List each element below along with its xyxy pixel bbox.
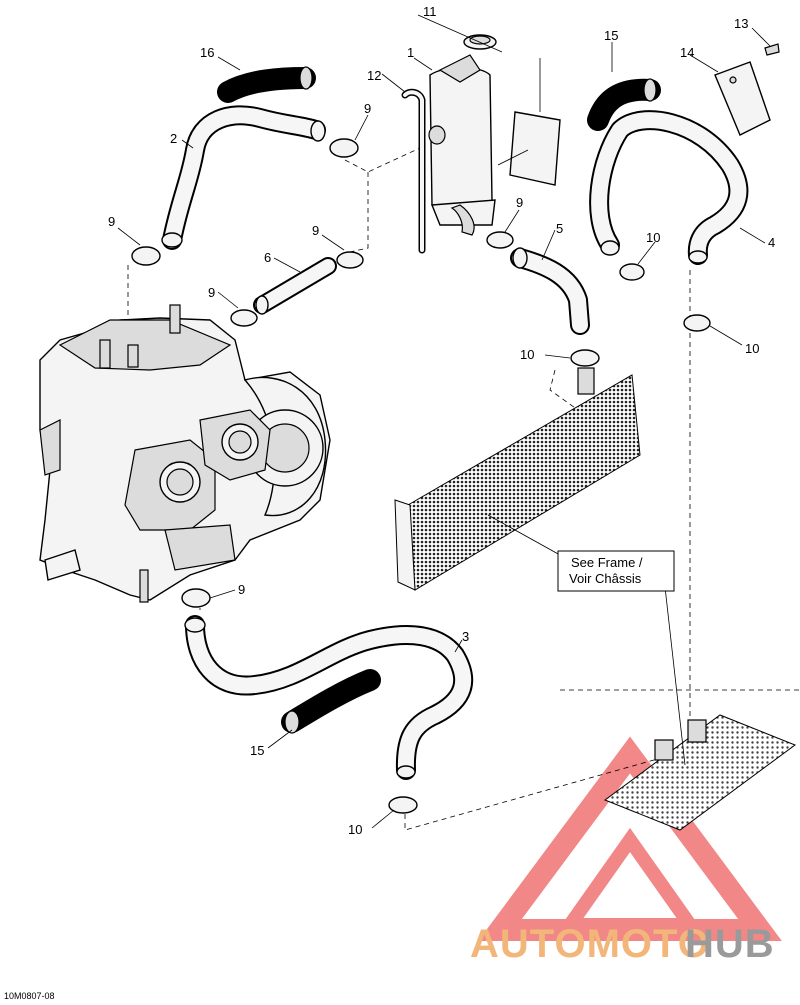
bracket-14 [714, 61, 771, 136]
overflow-hose-12 [401, 88, 426, 254]
document-reference: 10M0807-08 [4, 991, 55, 1001]
callout-14: 14 [680, 45, 694, 60]
reference-line-2: Voir Châssis [569, 571, 642, 586]
see-frame-reference: See Frame / Voir Châssis [557, 550, 675, 592]
callout-labels: 11 1 12 16 2 15 14 13 9 9 9 9 6 9 5 10 4… [108, 4, 775, 837]
coolant-reservoir [428, 54, 496, 236]
callout-1: 1 [407, 45, 414, 60]
hose-4 [589, 110, 749, 265]
hose-5 [510, 247, 590, 335]
reference-line-1: See Frame / [571, 555, 643, 570]
hose-6 [253, 257, 337, 315]
callout-10-c: 10 [520, 347, 534, 362]
callout-9-left: 9 [108, 214, 115, 229]
callout-6: 6 [264, 250, 271, 265]
leader-lines [117, 14, 771, 829]
callout-9-top: 9 [364, 101, 371, 116]
callout-10-d: 10 [348, 822, 362, 837]
hose-2 [161, 105, 326, 250]
callout-9-lowleft: 9 [208, 285, 215, 300]
label-sheet-8 [497, 111, 561, 186]
callout-15-upper: 15 [604, 28, 618, 43]
callout-2: 2 [170, 131, 177, 146]
callout-9-right: 9 [516, 195, 523, 210]
rear-heat-exchanger-frame [603, 714, 797, 831]
hose-3 [184, 615, 474, 780]
clamps-10 [388, 263, 711, 814]
screw-13 [764, 43, 780, 56]
clamps-9 [131, 138, 514, 608]
callout-10-b: 10 [745, 341, 759, 356]
callout-5: 5 [556, 221, 563, 236]
callout-12: 12 [367, 68, 381, 83]
callout-10-a: 10 [646, 230, 660, 245]
callout-3: 3 [462, 629, 469, 644]
callout-11: 11 [423, 4, 437, 19]
callout-4: 4 [768, 235, 775, 250]
callout-16: 16 [200, 45, 214, 60]
hose-15-upper [587, 78, 661, 131]
engine-block [39, 304, 331, 603]
hose-15-lower [281, 669, 381, 734]
callout-9-mid: 9 [312, 223, 319, 238]
callout-9-bottom: 9 [238, 582, 245, 597]
watermark-part-2: HUB [685, 922, 775, 966]
watermark-text: AUTOMOTO HUB [470, 922, 775, 966]
callout-13: 13 [734, 16, 748, 31]
callout-15-lower: 15 [250, 743, 264, 758]
watermark-logo [478, 736, 782, 941]
watermark-part-1: AUTOMOTO [470, 922, 710, 966]
hose-16-corrugated [217, 66, 316, 103]
heat-exchanger-frame [394, 367, 641, 591]
